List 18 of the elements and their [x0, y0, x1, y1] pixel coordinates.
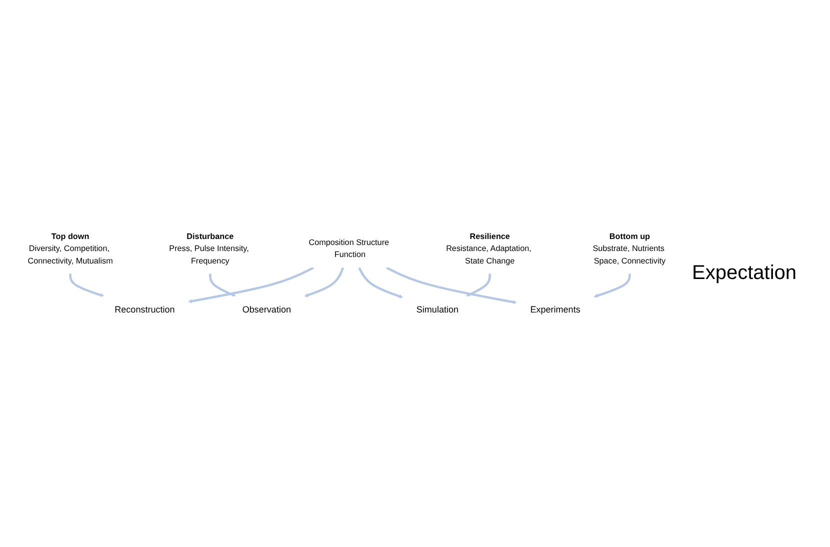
arrow	[209, 274, 236, 297]
arrow	[386, 266, 517, 304]
arrow	[188, 266, 314, 304]
node-text: Top down Diversity, Competition, Connectivity, Mutualism	[28, 232, 113, 266]
node-text: Resilience Resistance, Adaptation, State Change	[446, 232, 532, 266]
node-text: Observation	[242, 304, 292, 315]
node-text: Simulation	[416, 304, 459, 315]
node-text: Composition Structure Function	[308, 238, 390, 260]
curved-caption: Expectation	[692, 262, 798, 285]
arrow	[466, 274, 491, 297]
arrow	[69, 274, 104, 298]
node-text: Experiments	[530, 304, 580, 315]
arrow	[304, 267, 344, 298]
arrow	[358, 267, 404, 298]
node-text: Bottom up Substrate, Nutrients Space, Connectivity	[592, 232, 666, 266]
node-text: Disturbance Press, Pulse Intensity, Frequency	[169, 232, 249, 266]
arrow	[594, 274, 631, 298]
node-text: Reconstruction	[114, 304, 175, 315]
